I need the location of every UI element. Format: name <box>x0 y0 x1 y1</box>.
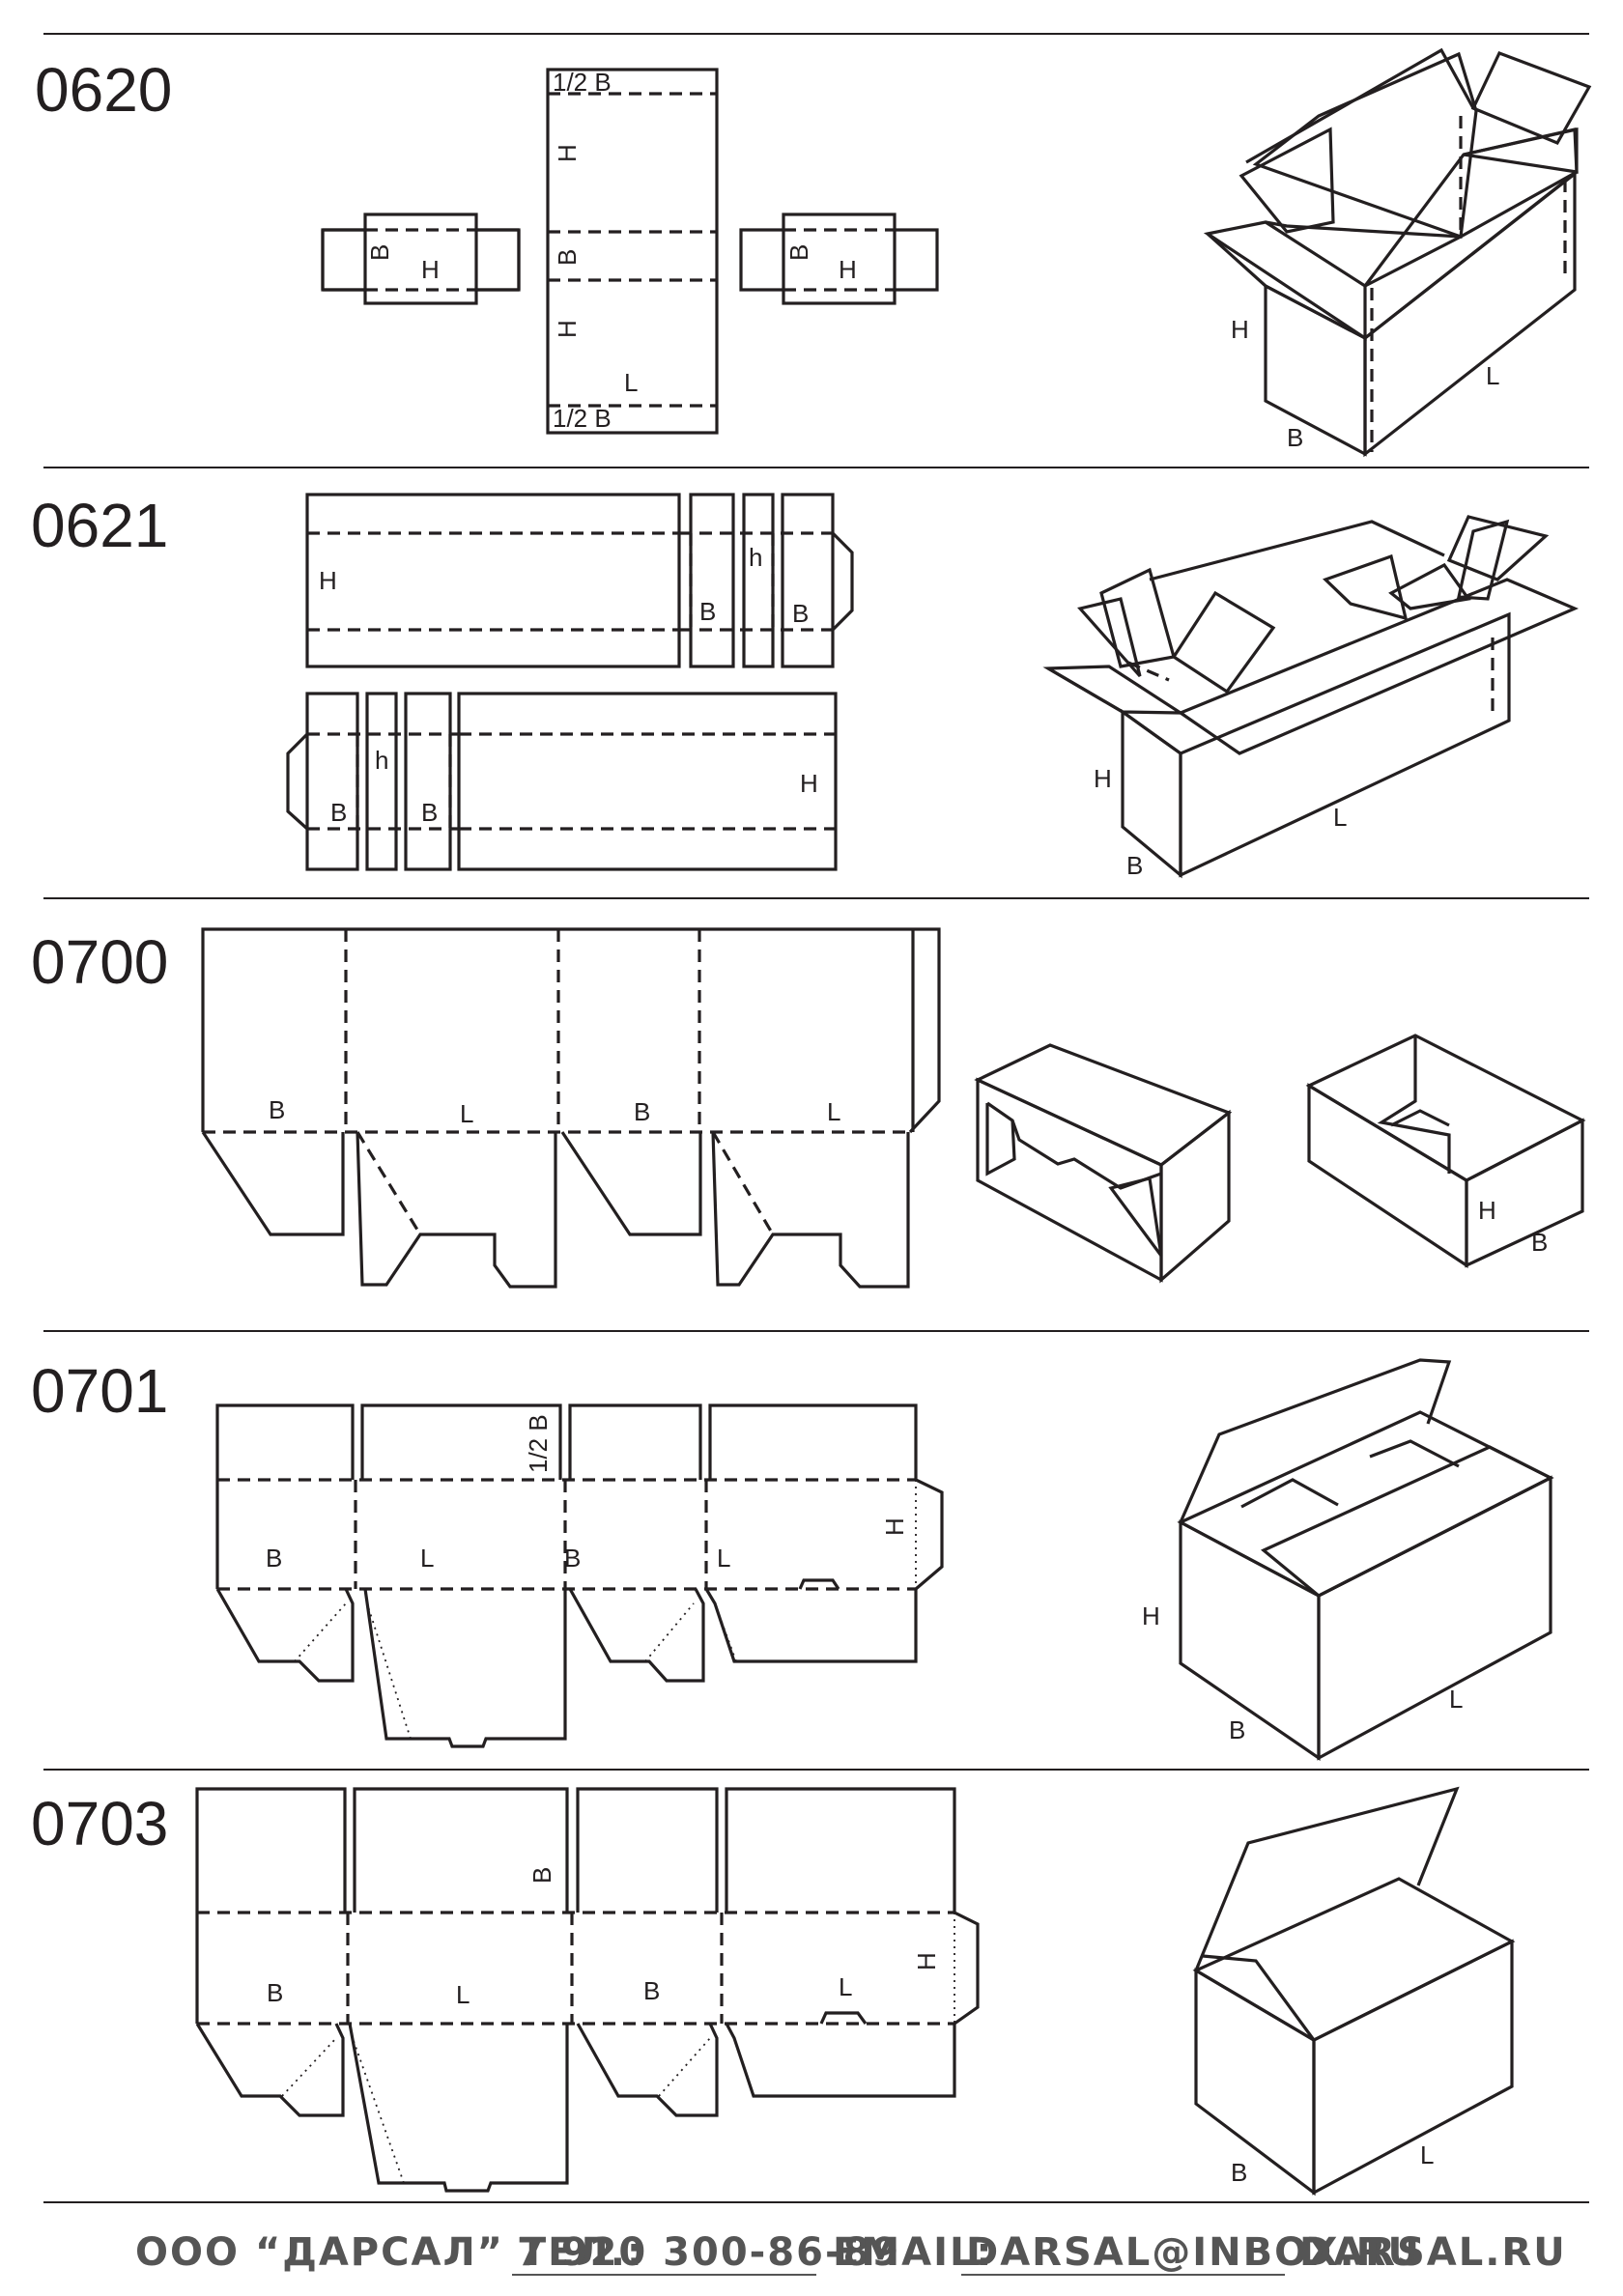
label-b: B <box>527 1867 556 1884</box>
label-h-small: h <box>375 746 388 775</box>
footer-phone[interactable]: 7 920 300-86-89 <box>517 2230 900 2275</box>
label-h: H <box>319 566 337 595</box>
label-b: B <box>330 798 347 827</box>
label-b: B <box>1287 423 1303 452</box>
section-code-0703: 0703 <box>31 1789 168 1858</box>
footer-email-label: EMAIL: <box>833 2230 993 2275</box>
box-3d-0703: B L <box>1192 1786 1516 2197</box>
label-b: B <box>365 244 394 261</box>
blank-0701: 1/2 B B L B L H <box>215 1403 944 1748</box>
label-b: B <box>564 1544 581 1573</box>
label-b: B <box>421 798 438 827</box>
label-b: B <box>643 1976 660 2005</box>
label-l: L <box>624 368 638 397</box>
label-b: B <box>1231 2158 1247 2187</box>
label-b: B <box>1126 851 1143 880</box>
box-3d-0700-open: H B <box>1305 1034 1586 1268</box>
label-h: H <box>1231 315 1249 344</box>
section-code-0621: 0621 <box>31 491 168 560</box>
label-l: L <box>1420 2140 1434 2169</box>
label-h: H <box>553 144 582 162</box>
label-b: B <box>784 244 813 261</box>
label-half-b-bottom: 1/2 B <box>553 404 612 433</box>
label-b: B <box>1229 1715 1245 1744</box>
label-b: B <box>634 1097 650 1126</box>
blank-0621-top: H h B B <box>305 493 854 668</box>
label-h: H <box>1094 764 1112 793</box>
label-l: L <box>1333 803 1347 832</box>
footer-email[interactable]: DARSAL@INBOX.RU <box>966 2230 1421 2275</box>
section-code-0700: 0700 <box>31 927 168 997</box>
blank-0700: B L B L <box>201 927 941 1289</box>
blank-0621-bottom: h B B H <box>286 692 838 871</box>
label-h: H <box>421 255 440 284</box>
label-h: H <box>1142 1602 1160 1630</box>
label-h: H <box>800 769 818 798</box>
label-half-b: 1/2 B <box>524 1414 553 1473</box>
label-b: B <box>553 249 582 266</box>
label-h: H <box>1478 1196 1496 1225</box>
section-code-0701: 0701 <box>31 1356 168 1426</box>
label-b: B <box>792 599 809 628</box>
section-code-0620: 0620 <box>35 55 172 125</box>
box-3d-0620: H B L <box>1203 47 1592 458</box>
label-l: L <box>717 1544 730 1573</box>
label-h: H <box>912 1952 941 1970</box>
blank-0620: 1/2 B 1/2 B H B H L B H B H <box>321 68 939 435</box>
label-b: B <box>269 1095 285 1124</box>
label-h: H <box>553 320 582 338</box>
blank-0703: B B L B L H <box>195 1787 980 2193</box>
box-3d-0701: H B L <box>1142 1358 1554 1762</box>
label-l: L <box>460 1099 473 1128</box>
label-h: H <box>880 1517 909 1536</box>
label-b: B <box>266 1544 282 1573</box>
label-l: L <box>1486 361 1499 390</box>
label-h-small: h <box>749 543 762 572</box>
box-3d-0700-closed <box>974 1043 1233 1284</box>
label-h: H <box>839 255 857 284</box>
label-b: B <box>1531 1228 1548 1257</box>
footer: ООО “ДАРСАЛ” ТЕЛ.: 7 920 300-86-89 EMAIL… <box>135 2230 1567 2276</box>
label-l: L <box>839 1972 852 2001</box>
label-l: L <box>827 1097 840 1126</box>
box-3d-0621: H B L <box>1042 515 1580 880</box>
label-b: B <box>699 597 716 626</box>
label-l: L <box>420 1544 434 1573</box>
footer-company: ООО “ДАРСАЛ” ТЕЛ.: <box>135 2230 644 2275</box>
label-b: B <box>267 1978 283 2007</box>
label-half-b-top: 1/2 B <box>553 68 612 97</box>
label-l: L <box>456 1980 470 2009</box>
footer-site[interactable]: DARSAL.RU <box>1299 2230 1567 2275</box>
label-l: L <box>1449 1685 1463 1714</box>
